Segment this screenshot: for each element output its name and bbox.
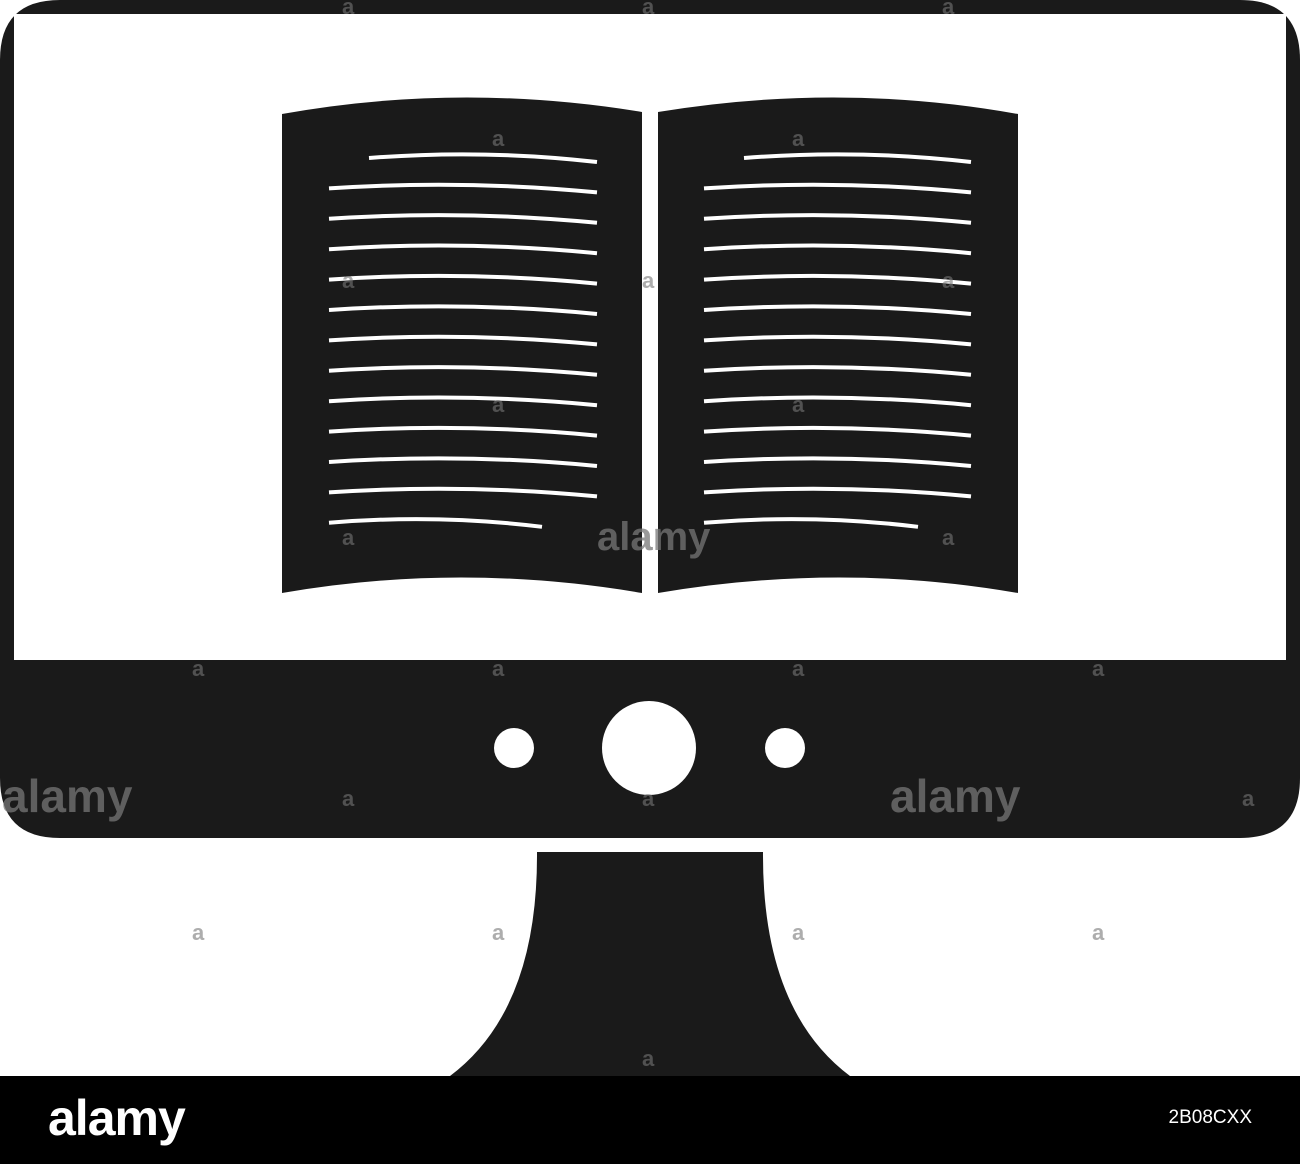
footer-logo: alamy bbox=[48, 1090, 186, 1146]
book-text-line bbox=[703, 517, 919, 529]
monitor-ebook-icon: alamy alamy alamy a a a a a a a a a a a … bbox=[0, 0, 1300, 1076]
book-text-line bbox=[703, 273, 972, 286]
watermark-mark: a bbox=[492, 656, 505, 681]
open-book-icon bbox=[282, 97, 1018, 593]
book-text-line bbox=[328, 517, 543, 529]
monitor-icon bbox=[0, 0, 1300, 838]
book-text-line bbox=[328, 243, 598, 256]
watermark-mark: a bbox=[192, 920, 205, 945]
watermark-mark: a bbox=[792, 920, 805, 945]
book-right-page bbox=[658, 97, 1018, 593]
book-text-line bbox=[368, 152, 598, 164]
watermark-mark: a bbox=[342, 268, 355, 293]
monitor-stand-icon bbox=[450, 852, 850, 1076]
book-right-text-lines bbox=[703, 152, 972, 529]
watermark-mark: a bbox=[492, 126, 505, 151]
book-text-line bbox=[328, 395, 598, 408]
book-text-line bbox=[328, 486, 598, 499]
watermark-mark: a bbox=[642, 0, 655, 19]
watermark-text: alamy bbox=[597, 515, 711, 559]
book-text-line bbox=[328, 365, 598, 377]
book-left-text-lines bbox=[328, 152, 598, 529]
book-text-line bbox=[703, 425, 972, 438]
book-text-line bbox=[328, 304, 598, 316]
watermark-mark: a bbox=[792, 392, 805, 417]
watermark-mark: a bbox=[792, 656, 805, 681]
book-text-line bbox=[328, 213, 598, 225]
book-left-page bbox=[282, 97, 642, 593]
watermark-mark: a bbox=[642, 268, 655, 293]
watermark-mark: a bbox=[492, 920, 505, 945]
monitor-left-button bbox=[494, 728, 534, 768]
book-text-line bbox=[703, 243, 972, 256]
watermark-layer: alamy alamy alamy a a a a a a a a a a a … bbox=[2, 0, 1255, 1071]
watermark-mark: a bbox=[1092, 920, 1105, 945]
watermark-mark: a bbox=[942, 268, 955, 293]
monitor-right-button bbox=[765, 728, 805, 768]
watermark-mark: a bbox=[792, 126, 805, 151]
watermark-mark: a bbox=[192, 656, 205, 681]
book-text-line bbox=[703, 365, 972, 377]
watermark-mark: a bbox=[492, 392, 505, 417]
book-text-line bbox=[743, 152, 972, 164]
watermark-text: alamy bbox=[2, 770, 133, 822]
watermark-mark: a bbox=[1242, 786, 1255, 811]
watermark-mark: a bbox=[642, 786, 655, 811]
book-text-line bbox=[328, 456, 598, 468]
book-text-line bbox=[703, 213, 972, 225]
book-text-line bbox=[703, 486, 972, 499]
book-text-line bbox=[703, 182, 972, 195]
watermark-mark: a bbox=[1092, 656, 1105, 681]
book-text-line bbox=[328, 273, 598, 286]
book-text-line bbox=[703, 334, 972, 347]
monitor-power-button bbox=[602, 701, 696, 795]
book-text-line bbox=[703, 395, 972, 408]
watermark-mark: a bbox=[342, 786, 355, 811]
watermark-mark: a bbox=[342, 525, 355, 550]
footer-image-id: 2B08CXX bbox=[1168, 1107, 1252, 1128]
watermark-mark: a bbox=[942, 0, 955, 19]
book-text-line bbox=[328, 425, 598, 438]
watermark-mark: a bbox=[342, 0, 355, 19]
book-text-line bbox=[703, 304, 972, 316]
monitor-screen bbox=[14, 14, 1286, 660]
watermark-text: alamy bbox=[890, 770, 1021, 822]
book-text-line bbox=[328, 182, 598, 195]
book-text-line bbox=[328, 334, 598, 347]
watermark-mark: a bbox=[942, 525, 955, 550]
watermark-mark: a bbox=[642, 1046, 655, 1071]
stock-footer-bar: alamy 2B08CXX bbox=[0, 1076, 1300, 1164]
book-text-line bbox=[703, 456, 972, 468]
